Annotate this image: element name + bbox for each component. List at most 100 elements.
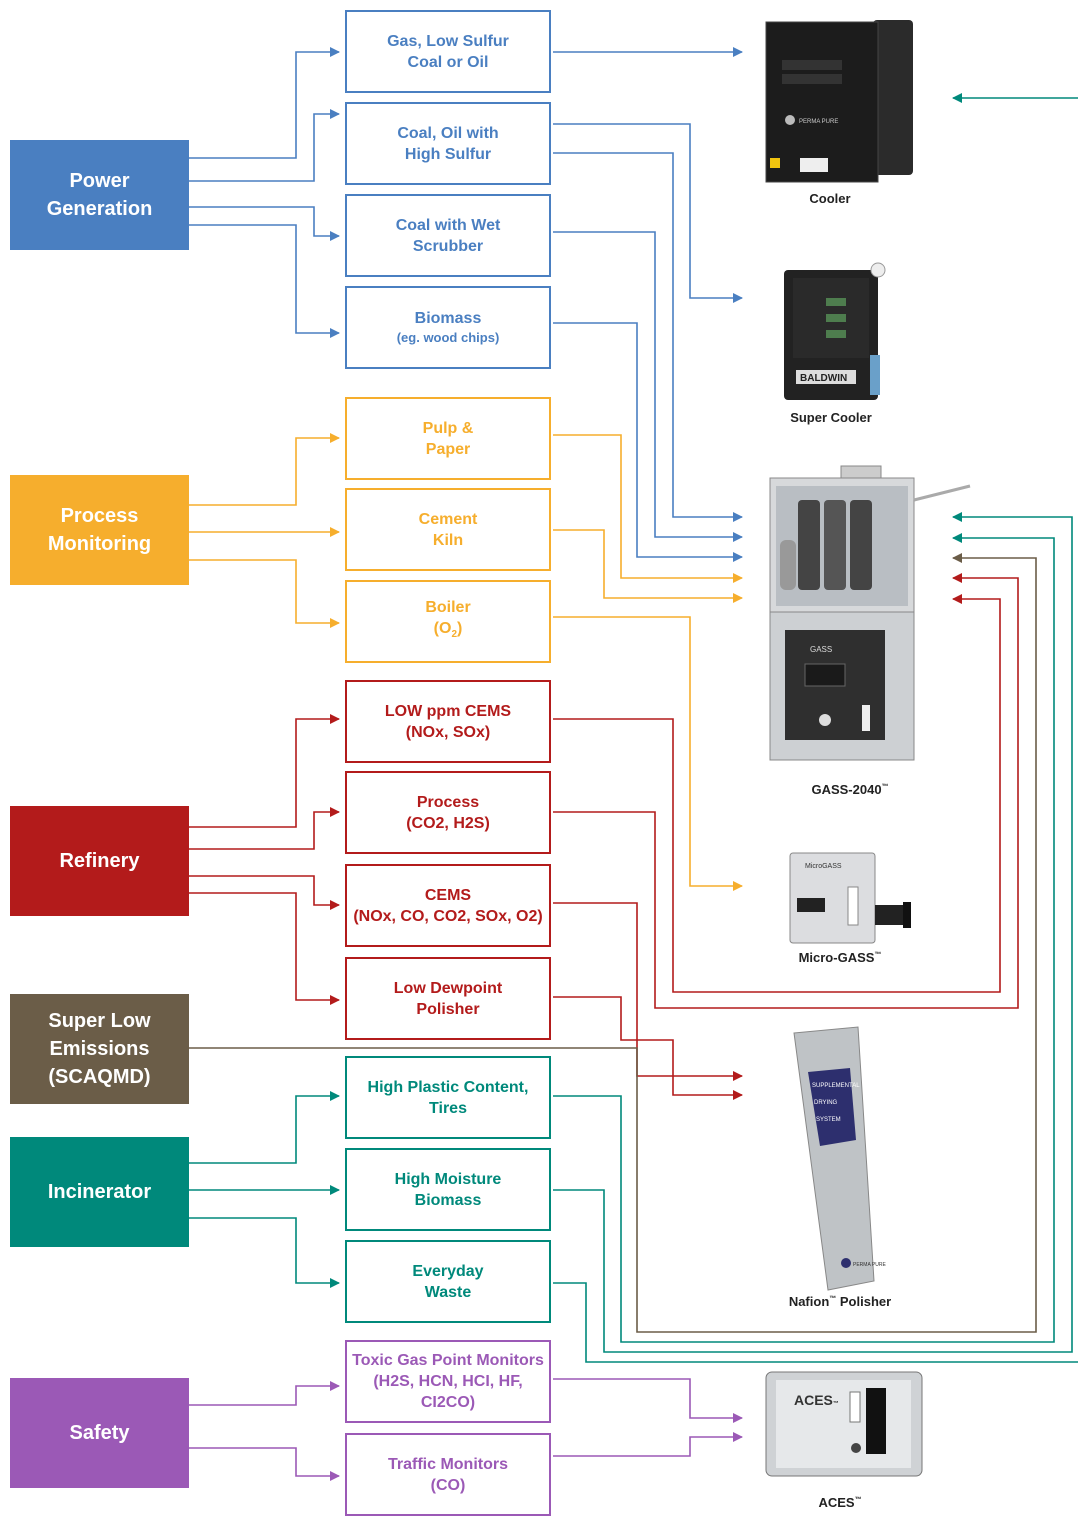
app-line-2: (eg. wood chips) (396, 330, 500, 345)
safety-to-traffic (189, 1447, 340, 1481)
product-name: Nafion (788, 1294, 830, 1309)
product-label-nafion-polisher: Nafion™ Polisher (770, 1294, 910, 1309)
product-label-super-cooler: Super Cooler (771, 410, 891, 425)
app-line-1: Cement (418, 510, 478, 528)
app-line-2: (CO) (430, 1476, 466, 1494)
app-line-1: High Moisture (394, 1170, 502, 1188)
product-label-cooler: Cooler (780, 191, 880, 206)
power-to-gas-low-sulfur (189, 47, 340, 159)
app-process-refinery: Process (CO2, H2S) (345, 771, 551, 854)
app-line-1: Boiler (425, 599, 471, 617)
app-line-2: (CO2, H2S) (406, 814, 490, 832)
refinery-to-low-ppm (189, 714, 340, 828)
app-line-2: Scrubber (412, 237, 484, 255)
app-line-2: Polisher (416, 1000, 480, 1018)
trademark-mark: ™ (881, 783, 889, 791)
toxic-gas-to-aces (553, 1378, 743, 1423)
safety-connectors (189, 1378, 743, 1481)
product-name: Super Cooler (790, 410, 872, 425)
app-toxic-gas-monitors: Toxic Gas Point Monitors (H2S, HCN, HCI,… (345, 1340, 551, 1423)
pulp-paper-to-gass (553, 434, 743, 583)
trademark-mark: ™ (874, 951, 882, 959)
incinerator-connectors (189, 93, 1078, 1363)
app-coal-wet-scrubber: Coal with Wet Scrubber (345, 194, 551, 277)
category-label-line: Super Low (48, 1010, 151, 1032)
biomass-to-gass (553, 322, 743, 562)
incinerator-to-everyday-waste (189, 1217, 340, 1288)
refinery-connectors (189, 573, 1019, 1100)
app-line-1: Low Dewpoint (393, 979, 503, 997)
product-label-gass-2040: GASS-2040™ (790, 782, 910, 797)
app-high-plastic: High Plastic Content, Tires (345, 1056, 551, 1139)
app-line-1: Everyday (412, 1262, 484, 1280)
product-name: GASS-2040 (811, 782, 882, 797)
category-incinerator: Incinerator (10, 1137, 189, 1247)
category-refinery: Refinery (10, 806, 189, 916)
product-name-suffix: Polisher (836, 1294, 892, 1309)
refinery-to-process (189, 807, 340, 850)
process-refinery-to-gass (553, 573, 1019, 1009)
process-connectors (189, 433, 743, 891)
app-line-2: Tires (429, 1099, 467, 1117)
app-line-1: Gas, Low Sulfur (387, 32, 509, 50)
category-label-line: Refinery (59, 850, 140, 872)
power-to-coal-wet-scrubber (189, 206, 340, 241)
emissions-to-gass (189, 553, 1037, 1333)
app-line-1: Coal, Oil with (397, 124, 499, 142)
app-cement-kiln: Cement Kiln (345, 488, 551, 571)
low-dewpoint-to-nafion (553, 996, 743, 1100)
app-low-dewpoint-polisher: Low Dewpoint Polisher (345, 957, 551, 1040)
high-moisture-to-gass (553, 512, 1073, 1353)
app-line-1: High Plastic Content, (367, 1078, 529, 1096)
everyday-waste-to-cooler (553, 1282, 1078, 1363)
app-biomass: Biomass (eg. wood chips) (345, 286, 551, 369)
process-to-pulp-paper (189, 433, 340, 506)
app-coal-high-sulfur: Coal, Oil with High Sulfur (345, 102, 551, 185)
refinery-to-cems (189, 875, 340, 910)
power-connectors (189, 47, 743, 562)
product-name: Micro-GASS (798, 950, 875, 965)
category-label-line: (SCAQMD) (48, 1066, 151, 1088)
emissions-connectors (189, 553, 1037, 1333)
app-low-ppm-cems: LOW ppm CEMS (NOx, SOx) (345, 680, 551, 763)
refinery-to-low-dewpoint (189, 892, 340, 1005)
product-name: ACES (818, 1495, 855, 1510)
app-line-2: Waste (424, 1283, 472, 1301)
coal-high-sulfur-to-cooler (553, 123, 743, 303)
power-to-coal-high-sulfur (189, 109, 340, 182)
traffic-to-aces (553, 1432, 743, 1457)
app-line-1: LOW ppm CEMS (384, 702, 512, 720)
app-high-moisture-biomass: High Moisture Biomass (345, 1148, 551, 1231)
cement-kiln-to-gass (553, 529, 743, 603)
app-traffic-monitors: Traffic Monitors (CO) (345, 1433, 551, 1516)
app-line-2: Coal or Oil (407, 53, 489, 71)
low-ppm-to-gass (553, 594, 1001, 993)
app-line-2: (H2S, HCN, HCI, HF, CI2CO) (373, 1373, 523, 1411)
app-line-1: CEMS (424, 886, 472, 904)
app-line-2: Biomass (414, 1191, 482, 1209)
app-line-1: Process (416, 793, 480, 811)
incinerator-to-high-plastic (189, 1091, 340, 1164)
app-cems: CEMS (NOx, CO, CO2, SOx, O2) (345, 864, 551, 947)
category-label-line: Safety (69, 1422, 130, 1444)
category-label-line: Process (60, 505, 139, 527)
category-safety: Safety (10, 1378, 189, 1488)
app-line-2: Paper (425, 440, 471, 458)
category-label-line: Emissions (49, 1038, 150, 1060)
trademark-mark: ™ (829, 1295, 837, 1303)
category-label-line: Power (69, 170, 130, 192)
app-line-2: (NOx, CO, CO2, SOx, O2) (353, 907, 543, 925)
product-label-micro-gass: Micro-GASS™ (780, 950, 900, 965)
app-line-1: Pulp & (422, 419, 474, 437)
category-label-line: Incinerator (47, 1181, 152, 1203)
app-line-1: Biomass (414, 310, 482, 327)
category-label-line: Generation (46, 198, 153, 220)
app-line-2-part: ) (457, 620, 463, 638)
app-line-2: High Sulfur (404, 145, 492, 163)
coal-wet-scrubber-to-gass (553, 231, 743, 542)
app-line-2: (O2) (434, 618, 463, 645)
app-pulp-paper: Pulp & Paper (345, 397, 551, 480)
